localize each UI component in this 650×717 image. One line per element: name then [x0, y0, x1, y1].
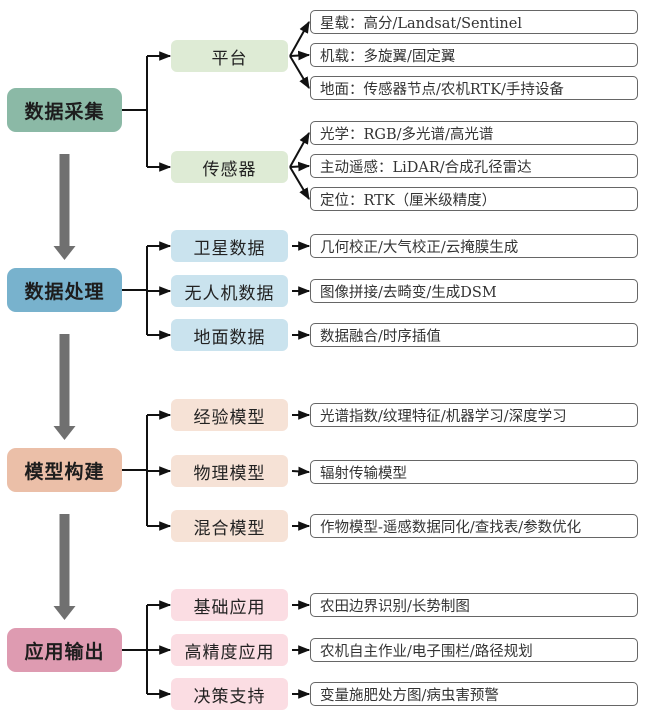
detail-high-precision: 农机自主作业/电子围栏/路径规划: [310, 638, 638, 662]
detail-optical: 光学：RGB/多光谱/高光谱: [310, 121, 638, 145]
detail-arrow: [291, 466, 311, 477]
fan-arrow: [289, 161, 311, 172]
flow-arrow-down-icon: [53, 154, 76, 260]
detail-spaceborne: 星载：高分/Landsat/Sentinel: [310, 10, 638, 34]
detail-physical: 辐射传输模型: [310, 460, 638, 484]
fan-arrow: [289, 131, 310, 168]
sub-uav-data: 无人机数据: [171, 275, 288, 307]
sub-hybrid-model: 混合模型: [171, 510, 288, 542]
detail-satellite-processing: 几何校正/大气校正/云掩膜生成: [310, 234, 638, 258]
sub-platform: 平台: [171, 40, 288, 72]
sub-basic-application: 基础应用: [171, 589, 288, 621]
sub-satellite-data: 卫星数据: [171, 230, 288, 262]
stage-data-acquisition: 数据采集: [7, 88, 122, 132]
fan-arrow: [289, 55, 310, 90]
fan-arrow: [289, 50, 311, 61]
sub-high-precision-application: 高精度应用: [171, 634, 288, 666]
detail-basic: 农田边界识别/长势制图: [310, 593, 638, 617]
flow-arrow-down-icon: [53, 514, 76, 620]
fan-arrow: [289, 20, 310, 57]
sub-empirical-model: 经验模型: [171, 399, 288, 431]
flow-arrow-down-icon: [53, 334, 76, 440]
detail-uav-processing: 图像拼接/去畸变/生成DSM: [310, 279, 638, 303]
detail-ground: 地面：传感器节点/农机RTK/手持设备: [310, 76, 638, 100]
detail-empirical: 光谱指数/纹理特征/机器学习/深度学习: [310, 403, 638, 427]
sub-sensor: 传感器: [171, 151, 288, 183]
stage-data-processing: 数据处理: [7, 268, 122, 312]
sub-decision-support: 决策支持: [171, 678, 288, 710]
detail-hybrid: 作物模型-遥感数据同化/查找表/参数优化: [310, 514, 638, 538]
stage-model-building: 模型构建: [7, 448, 122, 492]
sub-physical-model: 物理模型: [171, 455, 288, 487]
detail-positioning: 定位：RTK（厘米级精度）: [310, 187, 638, 211]
sub-ground-data: 地面数据: [171, 319, 288, 351]
detail-active-remote-sensing: 主动遥感：LiDAR/合成孔径雷达: [310, 154, 638, 178]
detail-decision: 变量施肥处方图/病虫害预警: [310, 682, 638, 706]
stage-application-output: 应用输出: [7, 628, 122, 672]
fan-arrow: [289, 166, 310, 201]
detail-airborne: 机载：多旋翼/固定翼: [310, 43, 638, 67]
detail-ground-processing: 数据融合/时序插值: [310, 323, 638, 347]
